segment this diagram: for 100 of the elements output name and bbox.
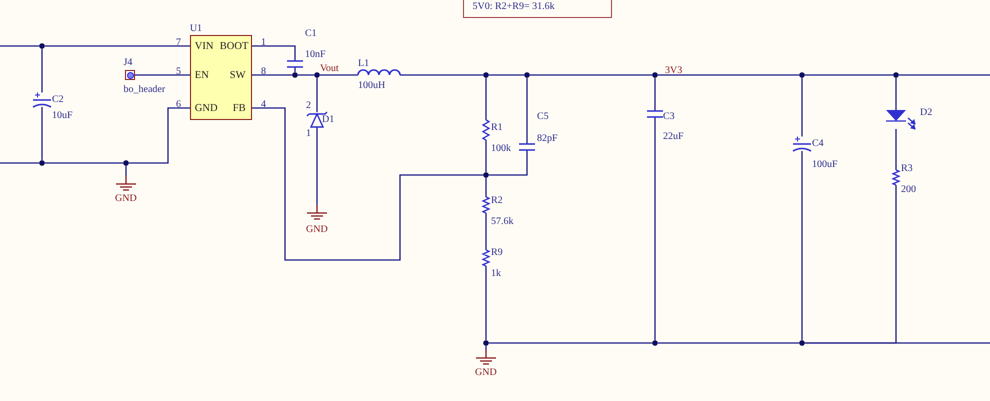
wire [658,74,800,76]
connector-name: bo_header [124,84,166,94]
designator: J4 [124,56,132,68]
designator: C5 [537,111,549,122]
junction-dot [652,340,658,346]
wire [488,342,652,344]
wire [0,45,40,47]
component-value: 82pF [537,133,558,144]
junction-dot [483,172,489,178]
pin-name: BOOT [220,40,248,52]
pin-number: 2 [306,100,311,111]
wire [252,45,296,61]
ground-symbol [475,349,497,365]
pin-name: SW [230,70,246,81]
wire [44,45,190,47]
net-label: 3V3 [665,65,682,76]
wire [135,74,190,76]
wire [44,162,124,164]
wire [485,266,487,340]
designator: C1 [305,28,317,39]
wire [654,78,656,111]
wire [125,166,127,176]
junction-dot [39,43,45,49]
wire [0,162,40,164]
junction-dot [893,72,899,78]
ground-symbol [115,175,137,191]
component-value: 10uF [52,110,73,121]
designator: D2 [920,107,932,118]
component-value: 10nF [305,49,326,60]
ground-symbol [306,204,328,220]
wire [804,74,894,76]
wire [895,78,897,110]
wire [41,48,43,92]
junction-dot [39,160,45,166]
designator: L1 [358,58,370,69]
wire [485,140,487,172]
capacitor-symbol [518,143,536,151]
pin-name: GND [194,102,218,114]
resistor-symbol [481,196,491,214]
capacitor-symbol [792,136,812,152]
component-value: 100uH [358,80,386,91]
net-label: Vout [320,63,339,74]
wire [654,117,656,340]
capacitor-symbol [646,110,664,118]
ground-label: GND [115,193,137,204]
resistor-symbol [481,249,491,267]
designator: U1 [190,22,202,34]
pin-number: 1 [261,37,266,48]
ground-label: GND [306,224,328,235]
pin-number: 8 [261,66,266,77]
wire [658,342,800,344]
wire [526,78,528,144]
wire [316,127,318,205]
wire [41,107,43,160]
junction-dot [292,72,298,78]
pin-name: FB [232,102,246,114]
designator: D1 [322,114,334,125]
ground-label: GND [475,367,497,378]
capacitor-symbol [32,92,52,108]
junction-dot [483,340,489,346]
designator: R1 [491,122,503,133]
pin-name: EN [194,70,209,81]
designator: C2 [52,94,64,105]
component-value: 100k [491,143,511,154]
pin-number: 1 [306,128,311,139]
designator: R9 [491,247,503,258]
wire [298,74,314,76]
led-symbol [885,110,916,130]
pin-number: 6 [176,99,181,110]
component-value: 200 [901,184,916,195]
pin-number: 5 [176,66,181,77]
junction-dot [524,72,530,78]
wire [488,150,528,176]
pin-number: 7 [176,37,181,48]
junction-dot [799,340,805,346]
wire [485,213,487,250]
wire [485,78,487,120]
wire [320,74,358,76]
wire [801,151,803,340]
designator: R2 [491,195,503,206]
component-value: 100uF [812,159,838,170]
wire [895,129,897,170]
component-value: 57.6k [491,216,514,227]
resistor-symbol [891,169,901,186]
wire [488,74,524,76]
wire [252,74,292,76]
component-value: 22uF [663,131,684,142]
note-text: 5V0: R2+R9= 31.6k [472,0,555,12]
junction-dot [799,72,805,78]
wire [898,74,990,76]
wire [804,342,990,344]
wire [485,178,487,197]
designator: C3 [663,111,675,122]
capacitor-symbol [286,60,304,68]
component-value: 1k [491,268,501,279]
junction-dot [483,72,489,78]
designator: R3 [901,163,913,174]
junction-dot [123,160,129,166]
resistor-symbol [482,119,490,141]
wire [128,107,190,164]
